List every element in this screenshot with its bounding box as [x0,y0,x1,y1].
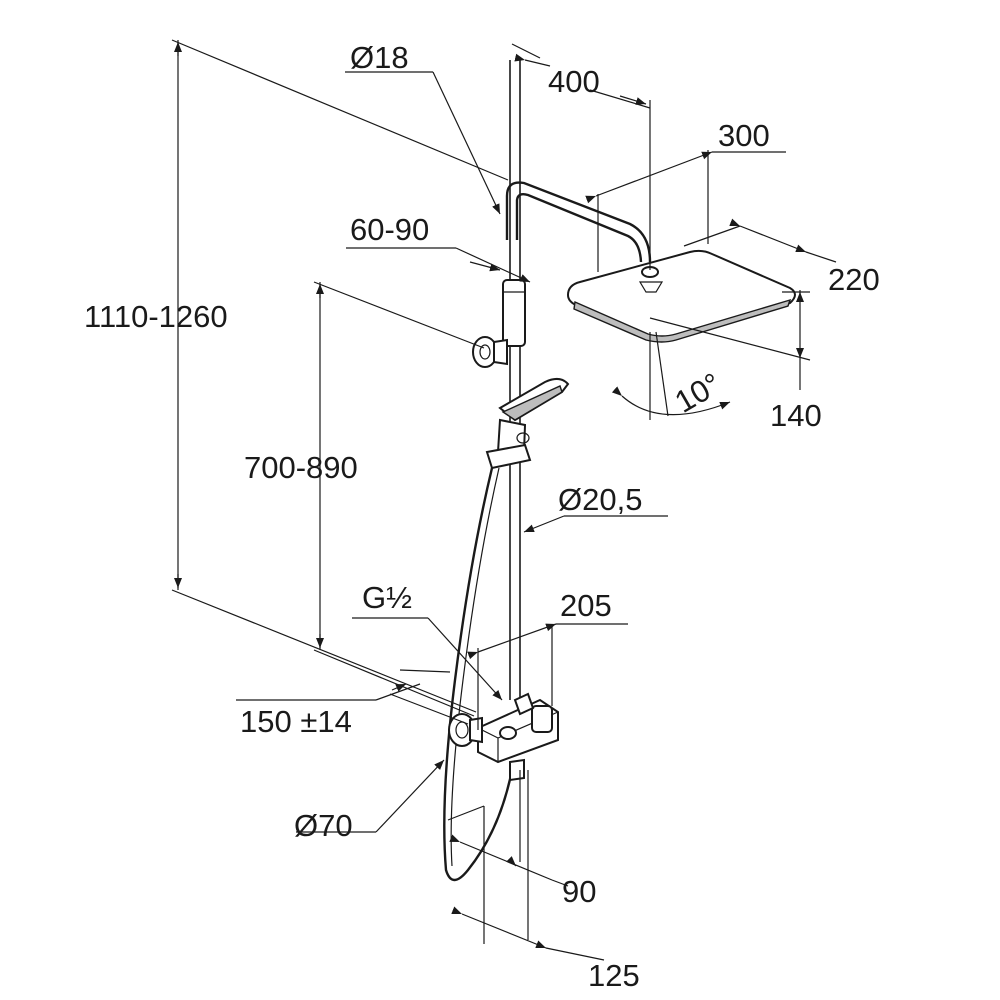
label-connection-thread: G½ [362,580,412,615]
head-arm-pipe [505,181,652,263]
riser-pipe [509,60,521,700]
label-wall-offset-2: 125 [588,958,640,993]
shower-hose [443,467,514,882]
label-head-height: 140 [770,398,822,433]
label-head-width: 300 [718,118,770,153]
label-overall-height: 1110-1260 [84,299,228,334]
label-tilt-angle: 10° [669,366,727,420]
rain-shower-head [566,249,796,343]
label-rosette-diameter: Ø70 [294,808,353,843]
thermostat-mixer [477,692,559,764]
wall-rosette [448,713,483,747]
label-riser-diameter: Ø20,5 [558,482,642,517]
label-holder-height: 700-890 [244,450,358,485]
dimension-labels: Ø18 400 300 220 140 10° 60-90 1110-1260 … [84,40,880,993]
shower-assembly [443,60,796,882]
label-connection-spacing: 150 ±14 [240,704,352,739]
riser-joint [502,279,526,347]
label-wall-offset-1: 90 [562,874,596,909]
dimension-lines [171,39,837,961]
upper-wall-bracket [472,336,508,368]
label-holder-adjust: 60-90 [350,212,429,247]
hose-outlet [509,758,525,782]
label-head-depth: 220 [828,262,880,297]
label-arm-reach: 400 [548,64,600,99]
hand-shower [485,378,570,470]
label-thermostat-width: 205 [560,588,612,623]
label-head-pipe-diameter: Ø18 [350,40,409,75]
